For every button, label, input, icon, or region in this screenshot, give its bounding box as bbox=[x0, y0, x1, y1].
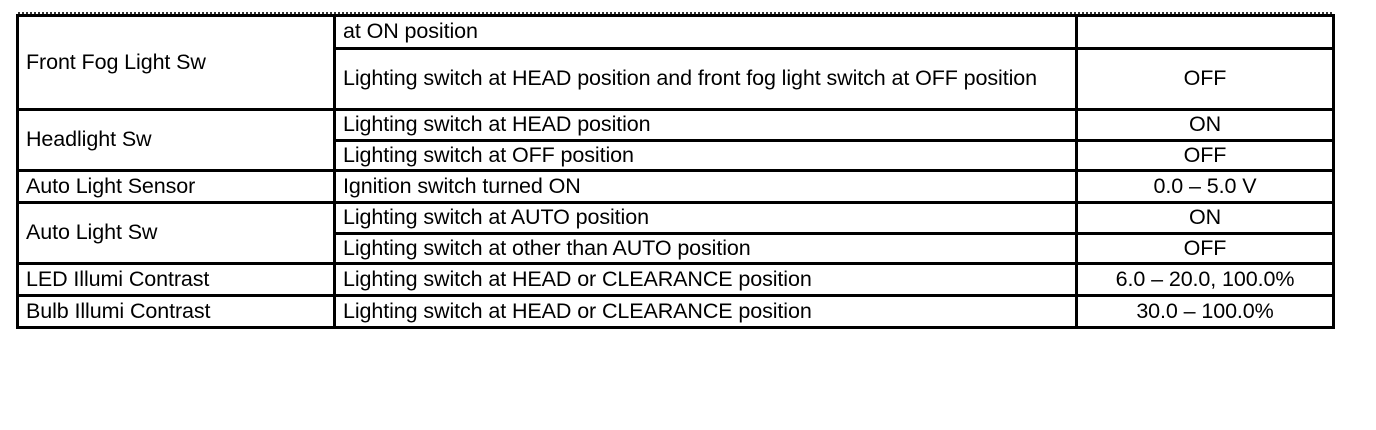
value-cell: 6.0 – 20.0, 100.0% bbox=[1075, 262, 1335, 298]
value-cell: ON bbox=[1075, 201, 1335, 235]
condition-cell: at ON position bbox=[333, 14, 1078, 50]
condition-text: Lighting switch at HEAD or CLEARANCE pos… bbox=[343, 266, 812, 291]
table-row: Headlight Sw Lighting switch at HEAD posi… bbox=[16, 107, 1335, 173]
item-name-cell: Auto Light Sensor bbox=[16, 169, 336, 205]
condition-cell: Lighting switch at HEAD or CLEARANCE pos… bbox=[333, 262, 1078, 298]
item-name-cell: LED Illumi Contrast bbox=[16, 262, 336, 298]
condition-cell: Lighting switch at AUTO position bbox=[333, 201, 1078, 235]
condition-cell: Lighting switch at HEAD or CLEARANCE pos… bbox=[333, 294, 1078, 330]
item-name-cell: Headlight Sw bbox=[16, 107, 336, 173]
condition-text: Lighting switch at HEAD or CLEARANCE pos… bbox=[343, 298, 812, 323]
condition-cell: Ignition switch turned ON bbox=[333, 169, 1078, 205]
value-cell: OFF bbox=[1075, 138, 1335, 173]
value-cell: OFF bbox=[1075, 47, 1335, 111]
table-row: Front Fog Light Sw at ON position bbox=[16, 14, 1335, 111]
value-cell: 30.0 – 100.0% bbox=[1075, 294, 1335, 330]
condition-text: at ON position bbox=[343, 19, 478, 44]
condition-text: Lighting switch at HEAD position bbox=[343, 112, 651, 136]
condition-text: Lighting switch at AUTO position bbox=[343, 205, 649, 230]
value-cell: OFF bbox=[1075, 231, 1335, 266]
value-cell: ON bbox=[1075, 108, 1335, 142]
condition-cell: Lighting switch at OFF position bbox=[333, 138, 1078, 173]
table-row: Lighting switch at OFF position OFF bbox=[18, 138, 1335, 173]
table-row: LED Illumi Contrast Lighting switch at HE… bbox=[16, 262, 1335, 298]
table-top-dotted-rule bbox=[18, 12, 1332, 14]
item-name-cell: Front Fog Light Sw bbox=[16, 14, 336, 111]
condition-cell: Lighting switch at other than AUTO posit… bbox=[333, 231, 1078, 266]
condition-text: Lighting switch at HEAD position and fro… bbox=[343, 66, 1037, 91]
condition-cell: Lighting switch at HEAD position bbox=[333, 108, 1078, 142]
condition-text: Lighting switch at other than AUTO posit… bbox=[343, 235, 751, 260]
condition-text: Ignition switch turned ON bbox=[343, 173, 581, 198]
item-name-cell: Bulb Illumi Contrast bbox=[16, 294, 336, 330]
item-name-cell: Auto Light Sw bbox=[16, 201, 336, 266]
value-cell: 0.0 – 5.0 V bbox=[1075, 169, 1335, 205]
table-row: Lighting switch at other than AUTO posit… bbox=[18, 231, 1335, 266]
condition-text: Lighting switch at OFF position bbox=[343, 142, 634, 167]
table-row: Bulb Illumi Contrast Lighting switch at H… bbox=[16, 294, 1335, 330]
value-cell bbox=[1075, 14, 1335, 50]
table-row: Lighting switch at HEAD position and fro… bbox=[18, 47, 1335, 111]
table-row: Auto Light Sw Lighting switch at AUTO pos… bbox=[16, 201, 1335, 266]
condition-cell: Lighting switch at HEAD position and fro… bbox=[333, 47, 1078, 111]
table-row: Auto Light Sensor Ignition switch turned … bbox=[16, 169, 1335, 205]
